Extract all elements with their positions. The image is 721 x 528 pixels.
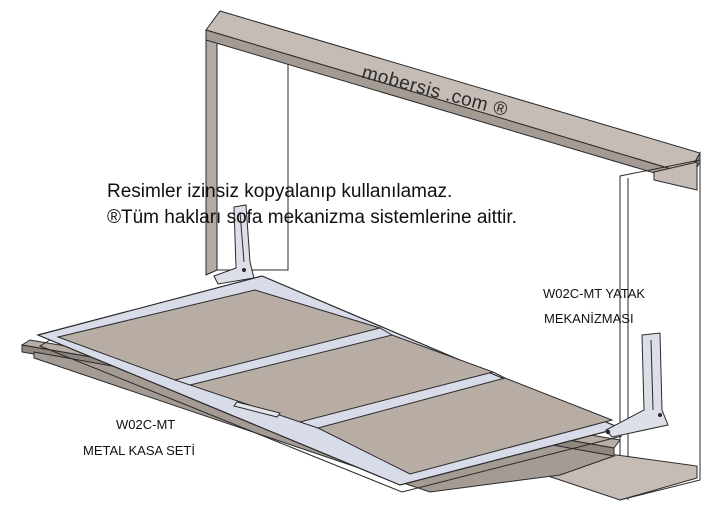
- mechanism-label-line-1: W02C-MT YATAK: [543, 286, 646, 301]
- copyright-notice-line-2: ®Tüm hakları sofa mekanizma sistemlerine…: [107, 207, 517, 228]
- mechanism-label-line-2: MEKANİZMASI: [544, 311, 634, 326]
- frame-label-line-1: W02C-MT: [116, 417, 176, 432]
- left-mechanism-bracket: [213, 204, 255, 285]
- copyright-notice-line-1: Resimler izinsiz kopyalanıp kullanılamaz…: [107, 181, 453, 202]
- frame-label-line-2: METAL KASA SETİ: [83, 443, 195, 458]
- bed-panel-3: [316, 377, 614, 475]
- right-mechanism-bracket: [605, 332, 669, 438]
- cabinet-left-panel: [205, 28, 218, 276]
- cabinet-right-panel: [619, 159, 701, 501]
